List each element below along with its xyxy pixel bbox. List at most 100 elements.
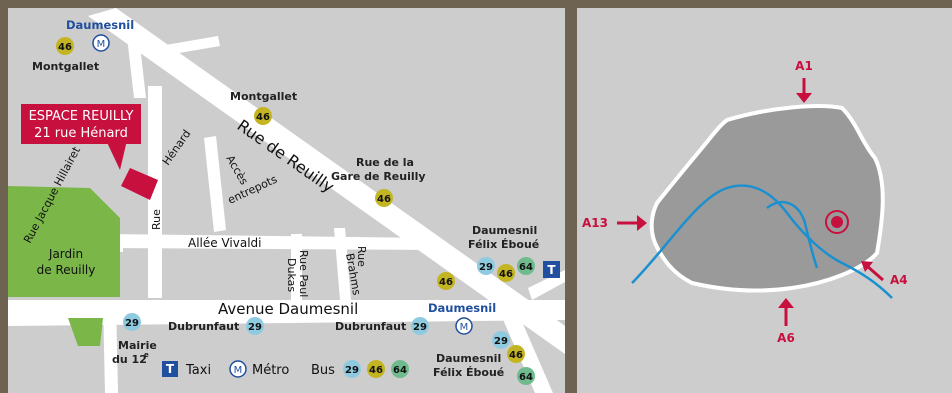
stop-daumesnil-felix-b2: Félix Éboué bbox=[433, 366, 504, 379]
bus-64-felix-top: 64 bbox=[517, 257, 535, 275]
paris-overview-map: A1 A13 A6 A4 bbox=[577, 8, 952, 393]
svg-text:29: 29 bbox=[125, 318, 139, 329]
park-label-line1: Jardin bbox=[48, 247, 83, 261]
street-map-svg: ESPACE REUILLY 21 rue Hénard Jardin de R… bbox=[8, 8, 565, 393]
bus-46-montgallet-mid: 46 bbox=[254, 107, 272, 125]
upper-street-road bbox=[126, 28, 146, 98]
stop-daumesnil-felix-1: Daumesnil bbox=[472, 224, 537, 237]
svg-text:T: T bbox=[166, 362, 175, 376]
legend-bus-label: Bus bbox=[311, 363, 335, 378]
bus-29-felix-bottom: 29 bbox=[492, 331, 510, 349]
svg-text:29: 29 bbox=[479, 262, 493, 273]
svg-text:46: 46 bbox=[58, 42, 72, 53]
bus-46-daumesnil-road: 46 bbox=[437, 272, 455, 290]
bus-46-montgallet-left: 46 bbox=[56, 37, 74, 55]
allee-vivaldi-label: Allée Vivaldi bbox=[188, 236, 261, 250]
svg-text:A4: A4 bbox=[890, 273, 908, 287]
svg-text:A6: A6 bbox=[777, 331, 795, 345]
stop-gare-reuilly-2: Gare de Reuilly bbox=[331, 170, 426, 183]
acces-label-a: Accès bbox=[223, 153, 250, 187]
svg-text:64: 64 bbox=[519, 262, 533, 273]
venue-location-marker bbox=[825, 210, 849, 234]
rue-paul-dukas-label-a: Rue Paul bbox=[297, 250, 310, 297]
taxi-icon-map: T bbox=[543, 261, 560, 278]
seine-branch bbox=[766, 200, 819, 269]
avenue-daumesnil-label: Avenue Daumesnil bbox=[218, 300, 358, 318]
cross-street-road bbox=[148, 36, 220, 58]
svg-text:T: T bbox=[547, 263, 556, 277]
stop-dubrunfaut-1: Dubrunfaut bbox=[168, 320, 239, 333]
svg-text:M: M bbox=[234, 365, 243, 376]
stop-daumesnil-mid: Daumesnil bbox=[428, 301, 496, 315]
stop-daumesnil-felix-b1: Daumesnil bbox=[436, 352, 501, 365]
metro-icon-top: M bbox=[92, 34, 110, 52]
jardin-de-reuilly-park bbox=[8, 186, 120, 297]
street-map: ESPACE REUILLY 21 rue Hénard Jardin de R… bbox=[8, 8, 565, 393]
svg-text:29: 29 bbox=[413, 322, 427, 333]
legend-bus-29: 29 bbox=[345, 365, 359, 376]
arrow-a1: A1 bbox=[795, 59, 813, 103]
svg-text:46: 46 bbox=[509, 350, 523, 361]
arrow-a6: A6 bbox=[777, 298, 795, 345]
venue-address: 21 rue Hénard bbox=[34, 126, 128, 141]
rue-paul-dukas-label-b: Dukas bbox=[285, 258, 298, 292]
bus-46-felix-bottom: 46 bbox=[507, 345, 525, 363]
venue-pointer bbox=[104, 136, 128, 170]
stop-dubrunfaut-2: Dubrunfaut bbox=[335, 320, 406, 333]
stop-daumesnil-top: Daumesnil bbox=[66, 18, 134, 32]
park-label-line2: de Reuilly bbox=[37, 263, 96, 277]
legend: T Taxi M Métro Bus 29 46 64 bbox=[162, 360, 409, 378]
stop-mairie-2: du 12 bbox=[112, 353, 147, 366]
legend-bus-46: 46 bbox=[369, 365, 383, 376]
stop-montgallet-left: Montgallet bbox=[32, 60, 99, 73]
bus-64-felix-bottom: 64 bbox=[517, 367, 535, 385]
svg-text:29: 29 bbox=[494, 336, 508, 347]
venue-building bbox=[121, 168, 158, 200]
allee-vivaldi-road bbox=[104, 234, 438, 250]
bus-29-dubrunfaut-2: 29 bbox=[411, 317, 429, 335]
paris-overview-svg: A1 A13 A6 A4 bbox=[582, 59, 908, 345]
legend-taxi-icon bbox=[162, 361, 178, 377]
rue-henard-road bbox=[148, 86, 162, 298]
metro-icon-mid: M bbox=[455, 317, 473, 335]
svg-text:A13: A13 bbox=[582, 216, 608, 230]
venue-callout-box bbox=[21, 104, 141, 144]
bus-29-felix-top: 29 bbox=[477, 257, 495, 275]
svg-text:M: M bbox=[97, 39, 106, 50]
svg-text:29: 29 bbox=[248, 322, 262, 333]
rue-brahms-label-a: Rue bbox=[355, 246, 368, 267]
stop-mairie-1: Mairie bbox=[118, 339, 157, 352]
stop-montgallet-mid: Montgallet bbox=[230, 90, 297, 103]
svg-text:A1: A1 bbox=[795, 59, 813, 73]
rue-de-reuilly-road bbox=[88, 8, 565, 354]
rue-henard-label-b: Rue bbox=[150, 209, 163, 230]
svg-text:46: 46 bbox=[499, 269, 513, 280]
svg-text:46: 46 bbox=[256, 112, 270, 123]
acces-entrepots-road bbox=[204, 136, 226, 232]
legend-metro-label: Métro bbox=[252, 363, 289, 378]
stop-daumesnil-felix-2: Félix Éboué bbox=[468, 238, 539, 251]
small-park bbox=[68, 318, 103, 346]
bus-29-dubrunfaut-1: 29 bbox=[246, 317, 264, 335]
legend-metro-icon bbox=[229, 360, 247, 378]
legend-taxi-label: Taxi bbox=[185, 363, 211, 378]
arrow-a4: A4 bbox=[861, 261, 908, 287]
legend-bus-64: 64 bbox=[393, 365, 407, 376]
venue-name: ESPACE REUILLY bbox=[29, 109, 134, 124]
seine-river bbox=[631, 184, 893, 299]
svg-text:46: 46 bbox=[439, 277, 453, 288]
diagonal-south-road bbox=[498, 308, 553, 393]
rue-paul-dukas-road bbox=[291, 234, 302, 300]
rue-henard-label-a: Hénard bbox=[160, 127, 194, 167]
bus-badges: 46 46 46 46 29 46 64 29 29 29 29 46 64 bbox=[56, 37, 535, 385]
svg-text:46: 46 bbox=[377, 194, 391, 205]
paris-outline bbox=[649, 104, 885, 293]
bus-46-felix-top: 46 bbox=[497, 264, 515, 282]
bus-29-mairie: 29 bbox=[123, 313, 141, 331]
arrow-a13: A13 bbox=[582, 215, 647, 231]
svg-text:64: 64 bbox=[519, 372, 533, 383]
svg-text:M: M bbox=[460, 322, 469, 333]
bus-46-gare-reuilly: 46 bbox=[375, 189, 393, 207]
acces-label-b: entrepots bbox=[226, 172, 280, 206]
rue-brahms-road bbox=[334, 228, 351, 300]
